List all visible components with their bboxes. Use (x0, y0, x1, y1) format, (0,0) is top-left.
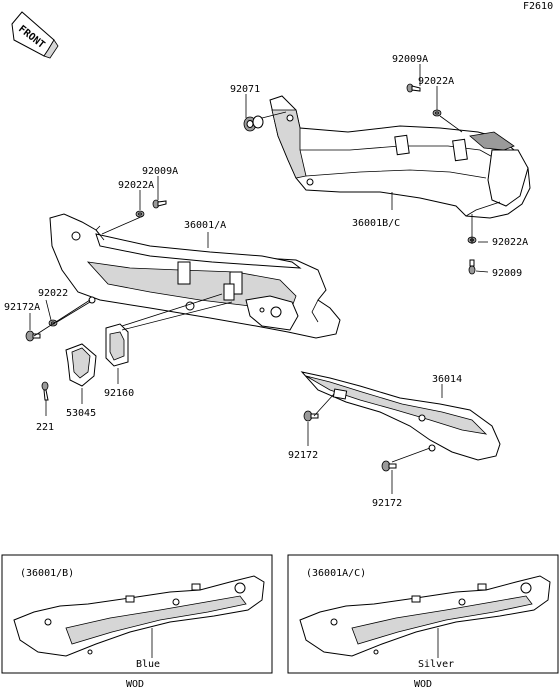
screw-221 (41, 381, 49, 401)
label-92172-a: 92172 (288, 450, 318, 461)
label-92172-b: 92172 (372, 498, 402, 509)
part-36014-cover (300, 371, 501, 461)
washer-92022 (48, 319, 58, 327)
label-36014: 36014 (432, 374, 462, 385)
bracket-53045 (65, 343, 97, 387)
label-92160: 92160 (104, 388, 134, 399)
inset-right: (36001A/C) Silver WOD (287, 554, 559, 688)
fastener-92172-a (303, 410, 319, 422)
inset-right-footer: WOD (414, 679, 432, 688)
leader-lines (29, 64, 489, 494)
part-36001bc-panel (269, 95, 531, 219)
damper-92160 (105, 323, 129, 367)
screw-92009a-left (152, 199, 167, 209)
inset-right-color: Silver (418, 659, 454, 670)
inset-left-color: Blue (136, 659, 160, 670)
label-92009a-left: 92009A (142, 166, 178, 177)
label-92071: 92071 (230, 84, 260, 95)
inset-left: (36001/B) Blue WOD (1, 554, 273, 688)
label-92172a: 92172A (4, 302, 40, 313)
label-92022: 92022 (38, 288, 68, 299)
washer-92022a-left (135, 210, 145, 218)
inset-right-code: (36001A/C) (306, 568, 366, 579)
part-36001a-panel (49, 213, 341, 339)
label-36001bc: 36001B/C (352, 218, 400, 229)
inset-left-code: (36001/B) (20, 568, 74, 579)
label-92022a-top: 92022A (418, 76, 454, 87)
bolt-92009-right (468, 259, 476, 275)
grommet-92071 (243, 115, 264, 132)
label-36001a: 36001/A (184, 220, 226, 231)
figure-code: F2610 (523, 1, 553, 12)
label-53045: 53045 (66, 408, 96, 419)
label-92022a-right: 92022A (492, 237, 528, 248)
fastener-92172-b (381, 460, 397, 472)
washer-92022a-top (432, 109, 442, 117)
inset-left-footer: WOD (126, 679, 144, 688)
label-92009a-top: 92009A (392, 54, 428, 65)
label-92009: 92009 (492, 268, 522, 279)
label-221: 221 (36, 422, 54, 433)
bolt-92009a-top (406, 83, 421, 93)
front-arrow-icon: FRONT (11, 11, 59, 59)
screw-92172a (25, 330, 41, 342)
label-92022a-left: 92022A (118, 180, 154, 191)
